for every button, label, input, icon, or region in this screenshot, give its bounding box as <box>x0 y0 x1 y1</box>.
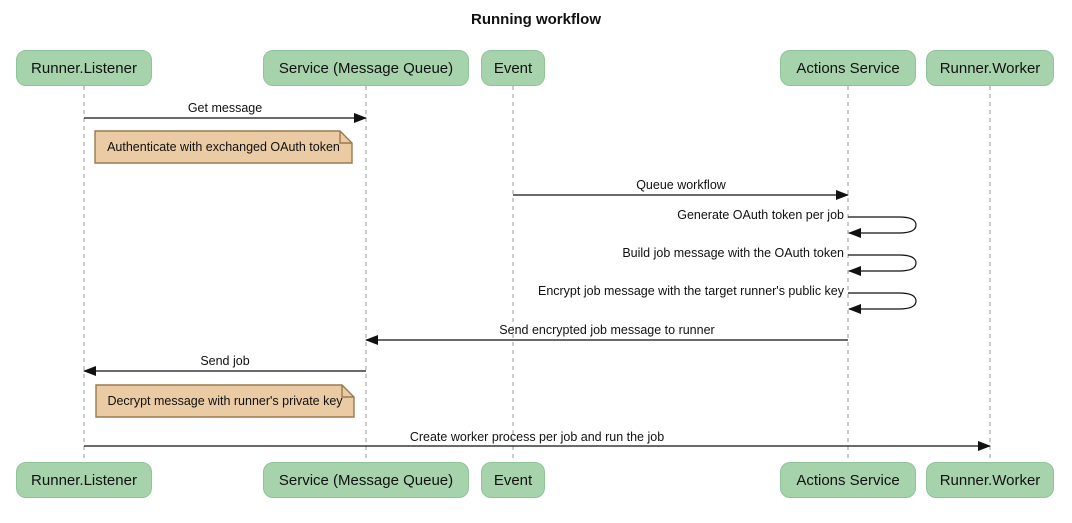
participant-bottom-service-message-queue: Service (Message Queue) <box>263 462 469 498</box>
participant-top-service-message-queue: Service (Message Queue) <box>263 50 469 86</box>
diagram-title: Running workflow <box>471 11 601 28</box>
message-label-queue-workflow: Queue workflow <box>636 178 726 192</box>
note-shape-authenticate <box>94 130 353 164</box>
note-decrypt-private-key: Decrypt message with runner's private ke… <box>107 394 343 408</box>
participant-top-event: Event <box>481 50 545 86</box>
participant-top-actions-service: Actions Service <box>780 50 916 86</box>
message-label-build-job-message: Build job message with the OAuth token <box>622 246 844 260</box>
participant-top-runner-worker: Runner.Worker <box>926 50 1054 86</box>
participant-top-runner-listener: Runner.Listener <box>16 50 152 86</box>
note-shape-decrypt <box>95 384 355 418</box>
self-loop-encrypt-job-message <box>848 292 917 314</box>
message-label-get-message: Get message <box>187 101 263 115</box>
participant-bottom-runner-worker: Runner.Worker <box>926 462 1054 498</box>
note-authenticate-oauth: Authenticate with exchanged OAuth token <box>107 140 340 154</box>
self-loop-generate-oauth-token <box>848 216 917 238</box>
self-loop-build-job-message <box>848 254 917 276</box>
message-label-generate-oauth-token: Generate OAuth token per job <box>677 208 844 222</box>
message-label-send-job: Send job <box>200 354 250 368</box>
participant-bottom-event: Event <box>481 462 545 498</box>
message-label-create-worker-process: Create worker process per job and run th… <box>409 430 665 444</box>
message-label-encrypt-job-message: Encrypt job message with the target runn… <box>537 284 844 298</box>
message-label-send-encrypted-job-message: Send encrypted job message to runner <box>499 323 715 337</box>
participant-bottom-runner-listener: Runner.Listener <box>16 462 152 498</box>
participant-bottom-actions-service: Actions Service <box>780 462 916 498</box>
